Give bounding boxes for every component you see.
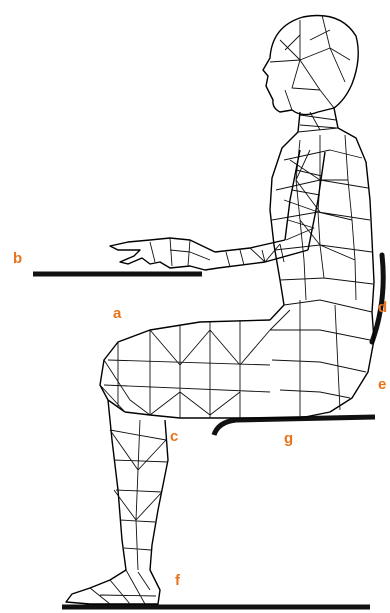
label-e: e bbox=[378, 376, 386, 393]
label-f: f bbox=[175, 572, 181, 589]
label-c: c bbox=[170, 428, 178, 445]
label-d: d bbox=[378, 299, 387, 316]
torso bbox=[270, 128, 374, 312]
thigh bbox=[100, 320, 270, 418]
label-g: g bbox=[284, 430, 293, 447]
label-b: b bbox=[13, 250, 22, 267]
hand bbox=[110, 238, 218, 270]
lower-leg bbox=[108, 400, 168, 570]
seat-pan bbox=[214, 417, 375, 435]
head bbox=[263, 16, 358, 115]
foot bbox=[66, 570, 160, 604]
label-a: a bbox=[113, 305, 122, 322]
knee bbox=[100, 360, 150, 415]
